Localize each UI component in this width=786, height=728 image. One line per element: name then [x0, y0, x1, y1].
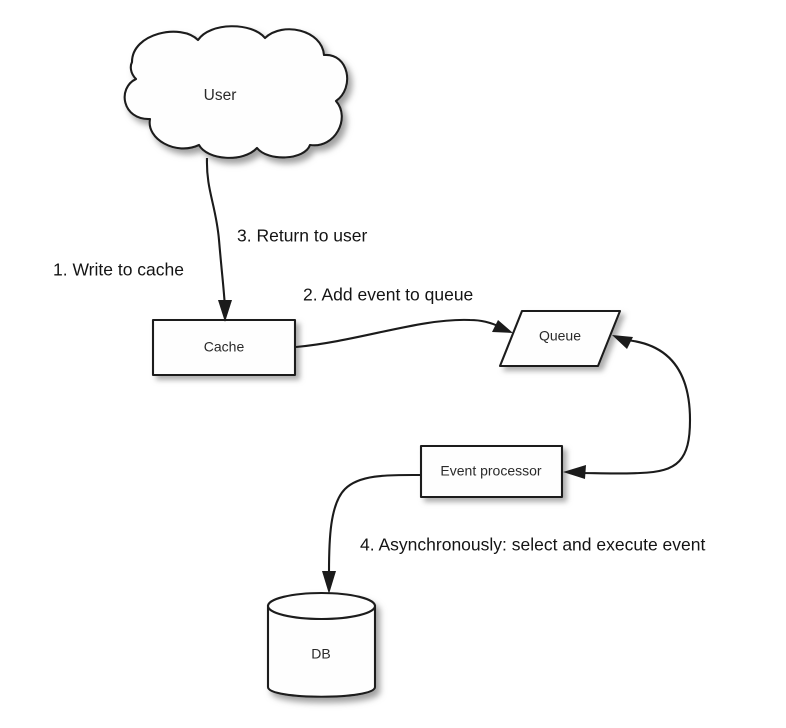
node-event-processor-label: Event processor: [440, 463, 541, 479]
edge-label-step4: 4. Asynchronously: select and execute ev…: [360, 535, 705, 555]
node-db[interactable]: DB: [266, 591, 377, 698]
node-queue[interactable]: Queue: [498, 309, 622, 368]
edge-cache-to-queue: [295, 318, 513, 349]
edge-user-to-cache: [205, 157, 232, 322]
edge-event-processor-to-db: [322, 473, 421, 594]
node-cache-label: Cache: [204, 339, 245, 355]
edge-label-step1: 1. Write to cache: [53, 260, 184, 280]
node-cache[interactable]: Cache: [151, 318, 297, 377]
node-user-label: User: [204, 87, 237, 104]
node-db-label: DB: [311, 646, 330, 662]
edge-queue-event-processor-loop: [563, 335, 692, 479]
node-queue-label: Queue: [539, 328, 581, 344]
edge-label-step2: 2. Add event to queue: [303, 285, 473, 305]
node-event-processor[interactable]: Event processor: [419, 444, 564, 499]
edge-label-step3: 3. Return to user: [237, 226, 368, 246]
node-user[interactable]: User: [123, 25, 349, 159]
